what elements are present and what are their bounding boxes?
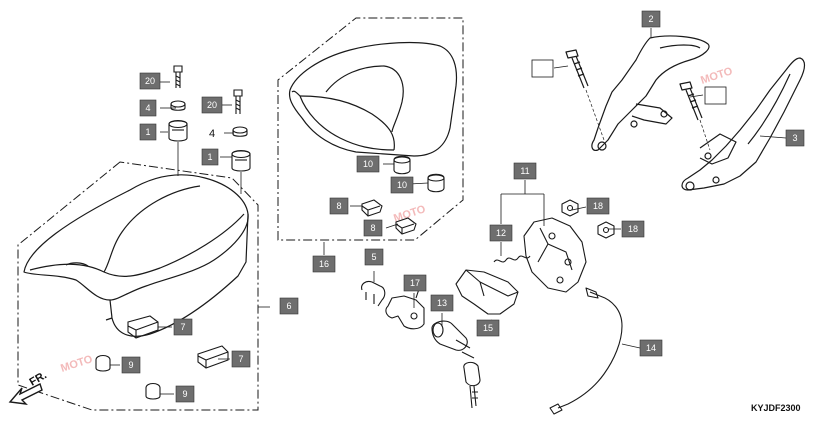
seat-lock-assembly (361, 199, 623, 415)
assembly-outlines (17, 17, 464, 411)
callout-tag[interactable]: 18 (621, 220, 645, 238)
callout-tag[interactable]: 20 (139, 72, 161, 90)
grab-rails (565, 35, 806, 191)
callout-tag[interactable]: 1 (201, 148, 219, 166)
arrow-icon (8, 383, 43, 405)
callout-number: 3 (792, 133, 797, 143)
callout-tag[interactable]: 9 (175, 385, 195, 403)
callout-tag[interactable]: 15 (476, 319, 500, 337)
callout-tags: 20 4 1 20 4 1 6 7 7 9 9 8 8 10 10 16 5 1… (121, 10, 805, 403)
callout-number: 15 (483, 323, 493, 333)
callout-number: 14 (646, 343, 656, 353)
callout-number: 17 (410, 278, 420, 288)
callout-number: 20 (207, 100, 217, 110)
callout-number: 18 (628, 224, 638, 234)
rear-seat-cowl (288, 41, 458, 157)
front-seat-outline (17, 161, 259, 411)
callout-tag[interactable]: 7 (231, 350, 251, 368)
callout-number: 10 (363, 159, 373, 169)
callout-number: 7 (180, 322, 185, 332)
callout-tag[interactable]: 17 (403, 274, 427, 292)
callout-number: 1 (145, 127, 150, 137)
callout-empty-box[interactable] (531, 59, 554, 78)
watermark-group: MOTO MOTO MOTO (59, 65, 734, 375)
callout-tag[interactable]: 14 (639, 339, 663, 357)
callout-number: 16 (319, 259, 329, 269)
callout-number: 2 (648, 14, 653, 24)
rear-seat-fasteners (361, 155, 445, 235)
callout-tag[interactable]: 12 (489, 224, 513, 242)
callout-number: 11 (520, 166, 529, 176)
callout-number: 1 (207, 152, 212, 162)
rear-seat-cover-outline (277, 17, 464, 241)
callout-tag[interactable]: 5 (364, 248, 384, 266)
callout-number: 9 (182, 389, 187, 399)
diagram-code: KYJDF2300 (751, 403, 801, 413)
callout-number: 10 (397, 180, 407, 190)
callout-tag[interactable]: 13 (430, 294, 454, 312)
callout-number: 6 (286, 301, 291, 311)
callout-tag[interactable]: 8 (329, 197, 349, 215)
callout-empty-box[interactable] (704, 86, 727, 105)
callout-tag[interactable]: 8 (363, 219, 383, 237)
callout-number: 8 (370, 223, 375, 233)
callout-tag[interactable]: 16 (312, 255, 336, 273)
callout-number: 12 (496, 228, 506, 238)
callout-tag[interactable]: 1 (139, 123, 157, 141)
callout-tag[interactable]: 6 (279, 297, 299, 315)
callout-tag[interactable]: 10 (390, 176, 414, 194)
callout-tag[interactable]: 4 (139, 99, 157, 117)
direction-label: FR. (28, 369, 49, 388)
callout-number: 8 (336, 201, 341, 211)
callout-tag[interactable]: 2 (641, 10, 661, 28)
callout-tag[interactable]: 9 (121, 356, 141, 374)
callout-tag[interactable]: 20 (201, 96, 223, 114)
callout-tag[interactable]: 3 (785, 129, 805, 147)
callout-number: 4 (209, 128, 215, 140)
watermark-text: MOTO (59, 353, 94, 375)
callout-number: 5 (371, 252, 376, 262)
callout-tag[interactable]: 11 (513, 162, 537, 180)
front-seat (23, 174, 249, 337)
callout-number: 9 (128, 360, 133, 370)
callout-tag[interactable]: 18 (586, 197, 610, 215)
watermark-text: MOTO (699, 65, 734, 87)
callout-number: 13 (437, 298, 447, 308)
callout-free-label[interactable]: 4 (209, 128, 215, 140)
callout-number: 7 (238, 354, 243, 364)
callout-tag[interactable]: 7 (173, 318, 193, 336)
callout-number: 4 (145, 103, 150, 113)
callout-number: 20 (145, 76, 155, 86)
front-fasteners (95, 65, 251, 400)
front-direction-indicator: FR. (8, 369, 49, 405)
callout-tag[interactable]: 10 (356, 155, 380, 173)
callout-number: 18 (593, 201, 603, 211)
